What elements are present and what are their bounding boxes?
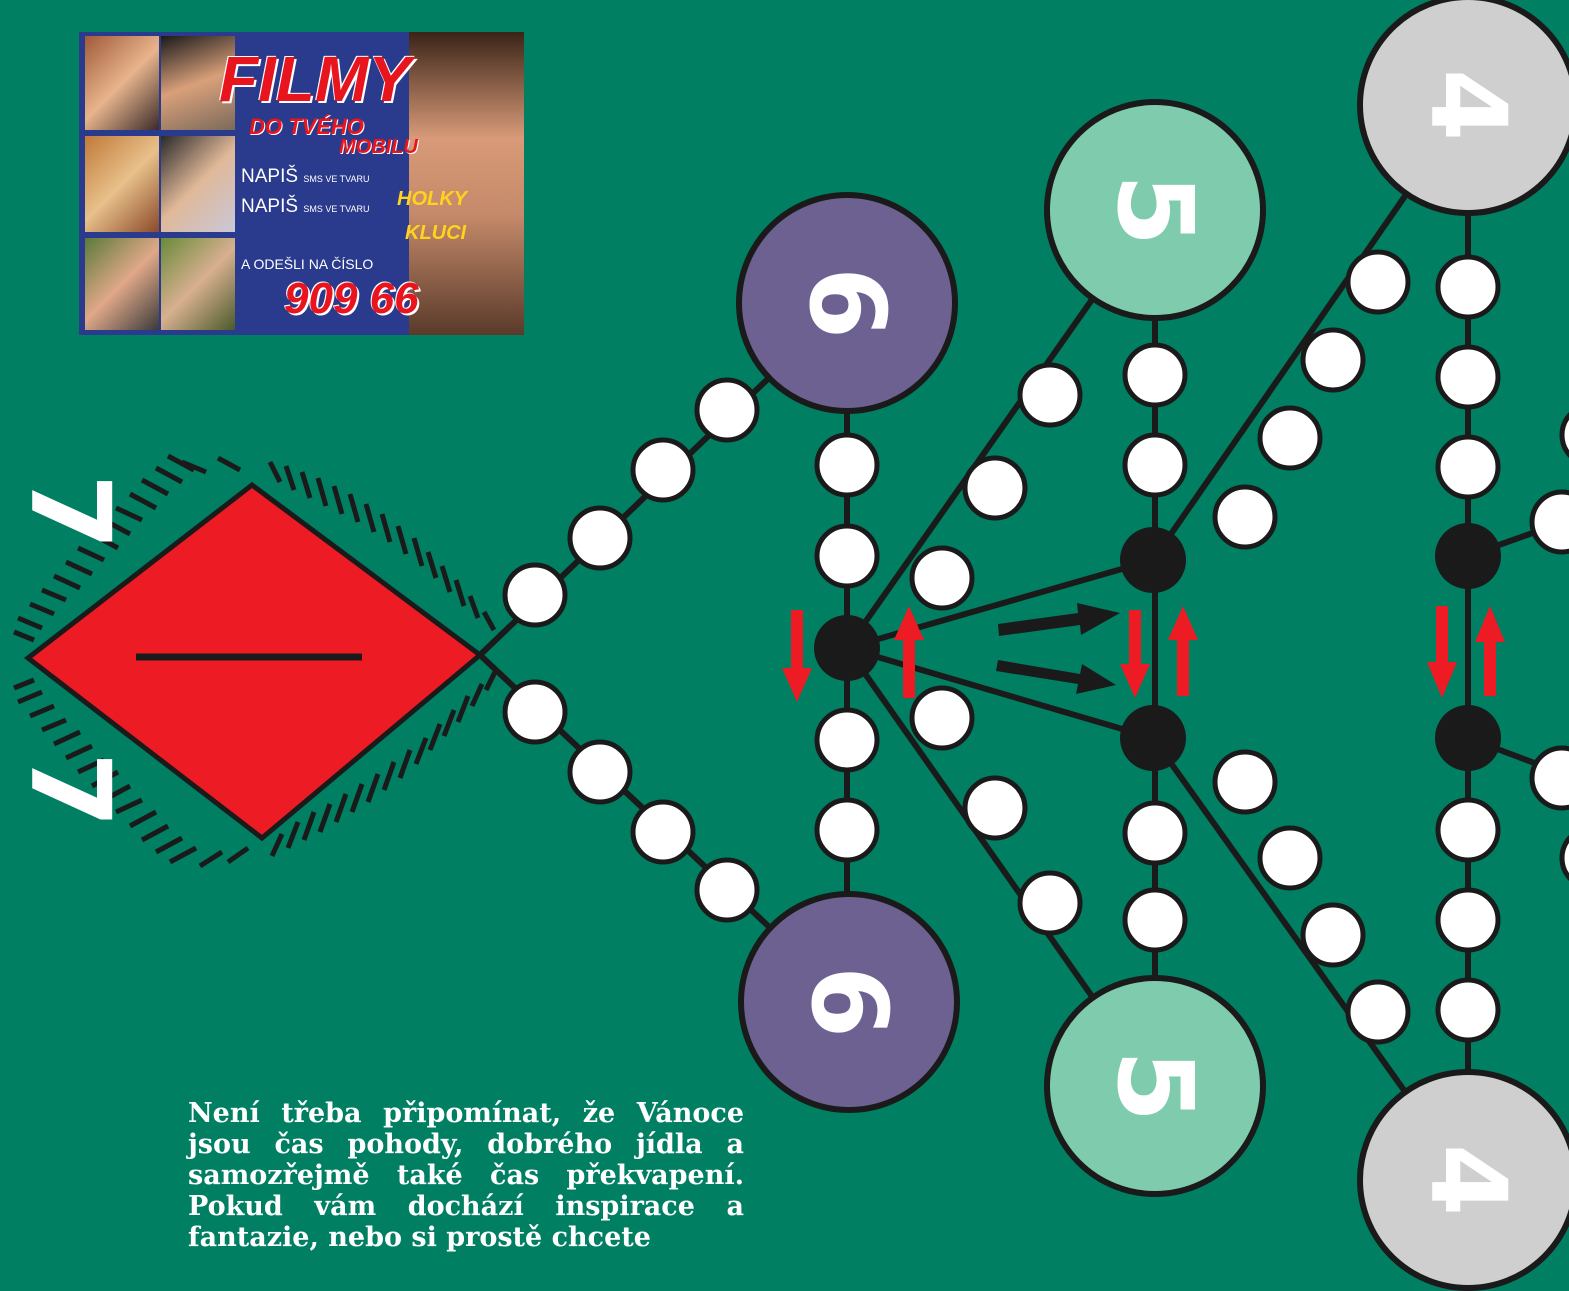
direction-arrows xyxy=(996,603,1120,694)
ad-photo xyxy=(85,136,159,232)
ad-photo xyxy=(409,32,524,335)
ad-line-1: NAPIŠ SMS VE TVARU xyxy=(241,166,370,188)
ad-line-1-small: SMS VE TVARU xyxy=(303,174,369,184)
node-gray-top-label: 4 xyxy=(1407,69,1529,141)
ad-line-2-prefix: NAPIŠ xyxy=(241,196,298,217)
node-gray-bottom-label: 4 xyxy=(1407,1144,1529,1216)
step-spaces xyxy=(505,252,1569,1042)
node-green-bottom-label: 5 xyxy=(1094,1050,1216,1122)
ad-number: 909 66 xyxy=(284,274,419,324)
ad-send-text: A ODEŠLI NA ČÍSLO xyxy=(241,256,373,272)
article-paragraph: Není třeba připomínat, že Vánoce jsou ča… xyxy=(188,1098,744,1253)
ad-line-1-prefix: NAPIŠ xyxy=(241,166,298,187)
ad-photo xyxy=(85,238,159,330)
red-arrows xyxy=(782,606,1505,702)
ad-line-2-small: SMS VE TVARU xyxy=(303,204,369,214)
diamond-number-top: 7 xyxy=(6,474,134,551)
diamond-number-bottom: 7 xyxy=(6,752,134,829)
article-text-block: Není třeba připomínat, že Vánoce jsou ča… xyxy=(188,1098,744,1253)
node-purple-top-label: 6 xyxy=(786,267,908,339)
ad-subtitle-2: MOBILU xyxy=(339,136,418,159)
ad-line-1-keyword: HOLKY xyxy=(397,188,467,211)
ad-line-2: NAPIŠ SMS VE TVARU xyxy=(241,196,370,218)
ad-photo xyxy=(161,238,235,330)
ad-photo xyxy=(161,136,235,232)
ad-photo xyxy=(85,36,159,130)
ad-title: FILMY xyxy=(219,42,411,116)
node-green-top-label: 5 xyxy=(1094,174,1216,246)
advertisement[interactable]: FILMY DO TVÉHO MOBILU NAPIŠ SMS VE TVARU… xyxy=(79,32,524,335)
node-purple-bottom-label: 6 xyxy=(788,966,910,1038)
ad-line-2-keyword: KLUCI xyxy=(405,222,466,245)
